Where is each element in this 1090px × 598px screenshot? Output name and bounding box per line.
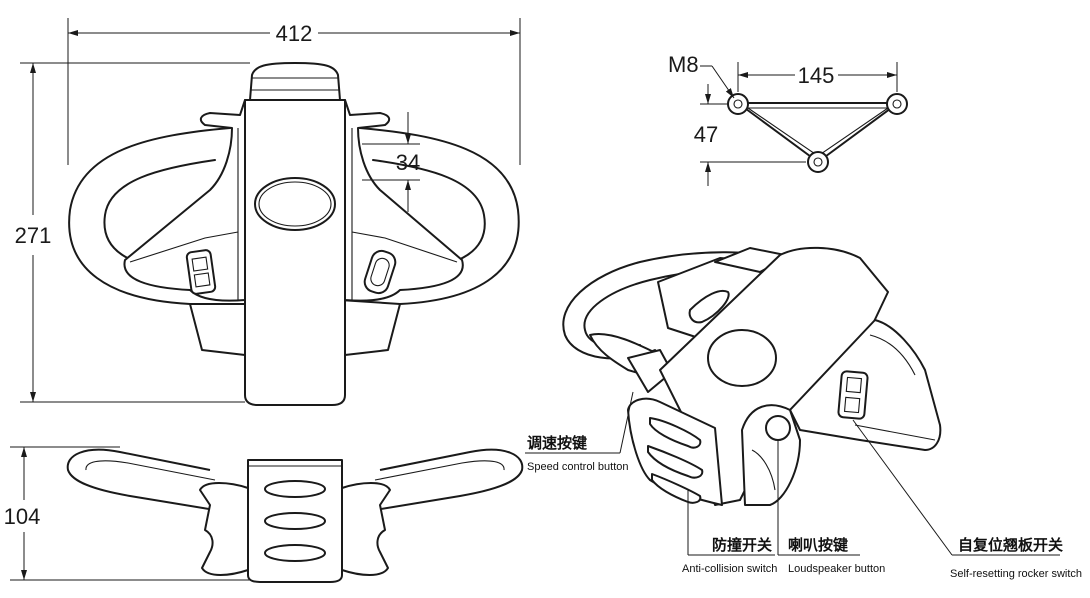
right-clamp xyxy=(341,482,391,576)
callout-loudspeaker: 喇叭按键 Loudspeaker button xyxy=(777,440,885,575)
dim-width: 412 xyxy=(67,18,521,165)
speaker-button-ellipse xyxy=(254,177,336,231)
front-view xyxy=(66,448,524,583)
callout-speed-en: Speed control button xyxy=(527,461,629,473)
mount-hole-bottom xyxy=(807,151,829,173)
left-clamp xyxy=(199,482,249,576)
callout-speed-cn: 调速按键 xyxy=(527,434,587,452)
lower-skirt xyxy=(189,303,401,356)
mount-bracket xyxy=(737,102,899,163)
front-slot-1 xyxy=(264,480,326,498)
callout-rocker: 自复位翘板开关 Self-resetting rocker switch xyxy=(852,419,1082,580)
dim-depth-label: 104 xyxy=(4,504,41,529)
dim-width-label: 412 xyxy=(276,21,313,46)
dim-rib-label: 34 xyxy=(396,150,420,175)
dim-mount-depth-label: 47 xyxy=(694,122,718,147)
front-handle-arms xyxy=(66,448,524,511)
dim-height: 271 xyxy=(15,62,250,403)
rocker-switch-top xyxy=(185,249,217,295)
callout-loudspeaker-cn: 喇叭按键 xyxy=(788,536,848,554)
iso-speaker-button xyxy=(707,329,777,387)
dim-rib: 34 xyxy=(362,112,420,212)
callout-anticollision-cn: 防撞开关 xyxy=(712,536,772,554)
dim-height-label: 271 xyxy=(15,223,52,248)
iso-handle-loop xyxy=(562,251,791,360)
mounting-detail: 145 M8 47 xyxy=(668,52,908,186)
dim-mount-spacing-label: 145 xyxy=(798,63,835,88)
right-wing xyxy=(344,99,464,302)
callout-loudspeaker-en: Loudspeaker button xyxy=(788,563,885,575)
center-column xyxy=(244,99,346,406)
front-slot-3 xyxy=(264,544,326,562)
isometric-view xyxy=(562,246,942,506)
left-wing xyxy=(123,99,246,302)
top-view xyxy=(68,62,520,406)
callout-anticollision: 防撞开关 Anti-collision switch xyxy=(682,490,777,575)
top-cap xyxy=(249,62,341,101)
callout-anticollision-en: Anti-collision switch xyxy=(682,563,777,575)
iso-loudspeaker-knob xyxy=(765,415,791,441)
iso-rocker-switch xyxy=(837,370,869,420)
dim-depth: 104 xyxy=(4,446,250,581)
callout-rocker-cn: 自复位翘板开关 xyxy=(958,536,1063,554)
front-slot-2 xyxy=(264,512,326,530)
mount-hole-right xyxy=(886,93,908,115)
mount-hole-left xyxy=(727,93,749,115)
handle-outer-loop xyxy=(68,127,520,305)
dim-bolt-label: M8 xyxy=(668,52,699,77)
callout-rocker-en: Self-resetting rocker switch xyxy=(950,568,1082,580)
callout-speed: 调速按键 Speed control button xyxy=(525,391,634,473)
